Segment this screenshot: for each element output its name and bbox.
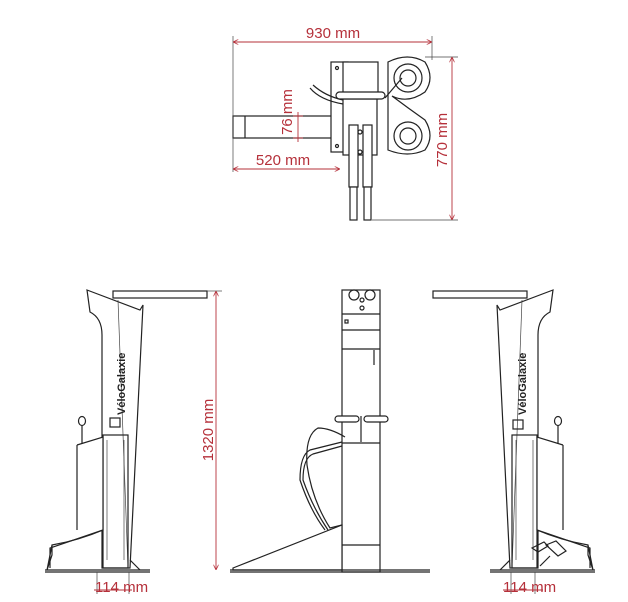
top-view [232, 36, 458, 221]
base-ramp [232, 524, 343, 571]
side-view-right [432, 289, 596, 594]
pump-tube [362, 124, 373, 188]
dim-overall-width: 930 mm [306, 25, 360, 42]
dim-overall-depth: 770 mm [434, 113, 451, 167]
pump-handle [335, 91, 386, 100]
pump-tube [348, 124, 359, 188]
logo-mark-icon [512, 419, 524, 430]
dim-arm-length: 520 mm [256, 152, 310, 169]
side-view-left [44, 289, 222, 594]
dim-column-width-left: 114 mm [95, 579, 148, 596]
dim-column-width-right: 114 mm [503, 579, 556, 596]
dim-height: 1320 mm [200, 399, 217, 462]
pump-handle [334, 415, 360, 423]
hose [306, 427, 346, 529]
tool-icon [530, 540, 567, 567]
logo-mark-icon [109, 417, 121, 428]
wheel-holder [384, 56, 431, 155]
brand-logo: VéloGalaxie [116, 353, 128, 415]
brand-logo: VéloGalaxie [517, 353, 529, 415]
front-view [230, 289, 430, 573]
dim-arm-width: 76 mm [279, 89, 296, 135]
